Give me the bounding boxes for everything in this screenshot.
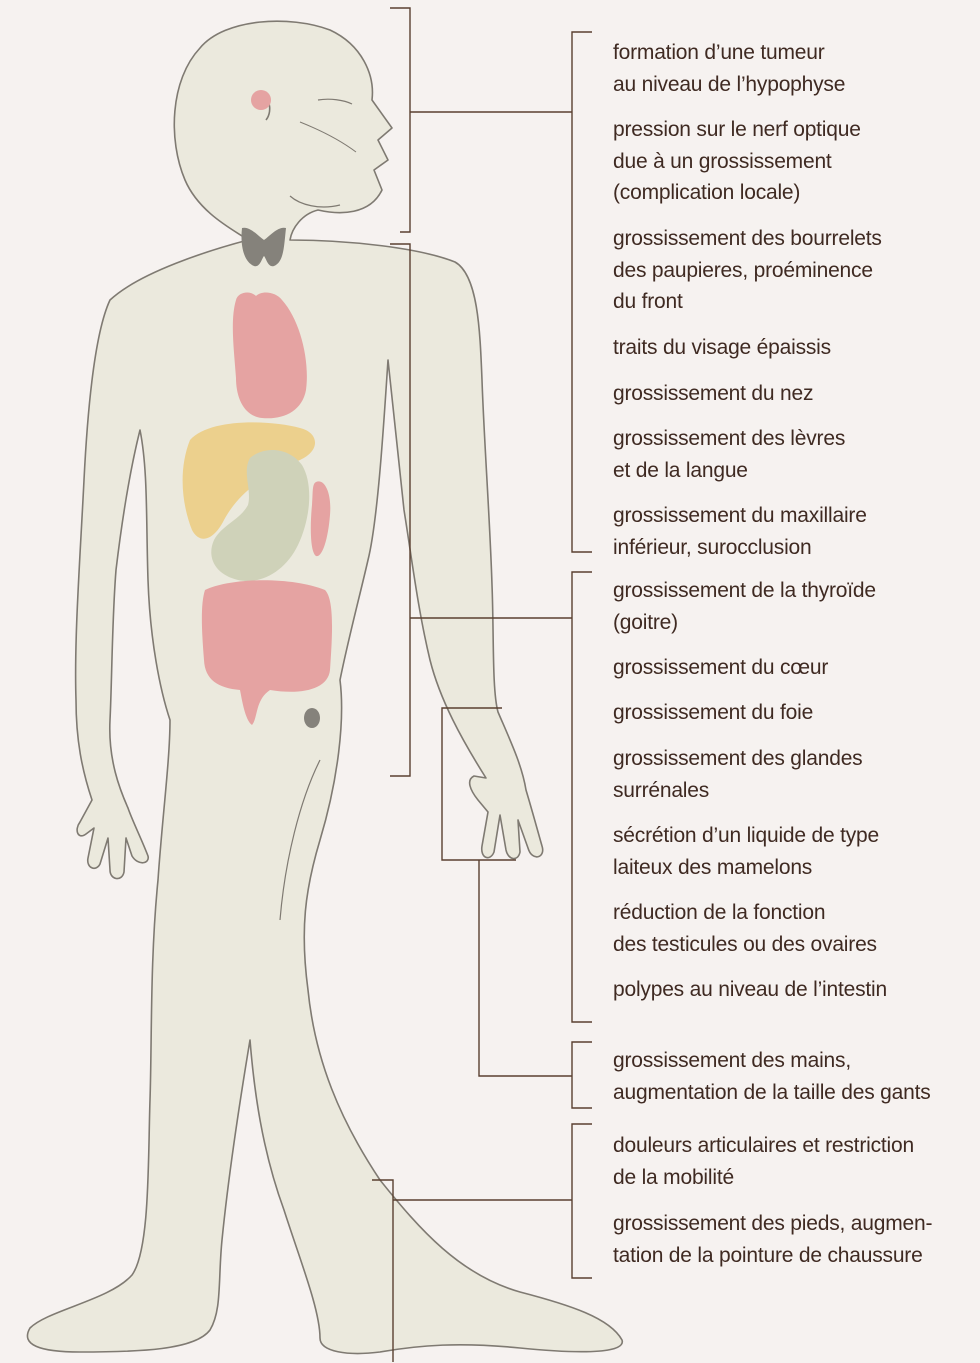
label-optic-nerve: pression sur le nerf optique due à un gr… xyxy=(613,114,975,209)
label-hands: grossissement des mains, augmentation de… xyxy=(613,1045,975,1108)
label-jaw: grossissement du maxillaire inférieur, s… xyxy=(613,500,975,563)
hands-connector xyxy=(479,860,572,1076)
head-bracket xyxy=(390,8,410,232)
label-lips-tongue: grossissement des lèvres et de la langue xyxy=(613,423,975,486)
label-joints: douleurs articulaires et restriction de … xyxy=(613,1130,975,1193)
testicle xyxy=(304,708,320,728)
hands-label-bracket xyxy=(572,1042,592,1108)
label-pituitary-tumor: formation d’une tumeur au niveau de l’hy… xyxy=(613,37,975,100)
legs-label-bracket xyxy=(572,1124,592,1278)
body-silhouette xyxy=(27,21,622,1353)
pituitary-gland xyxy=(251,90,271,110)
head-label-bracket xyxy=(572,32,592,552)
torso-label-bracket xyxy=(572,572,592,1022)
label-gonads: réduction de la fonction des testicules … xyxy=(613,897,975,960)
human-figure xyxy=(27,21,622,1353)
label-thyroid: grossissement de la thyroïde (goitre) xyxy=(613,575,975,638)
label-facial-features: traits du visage épaissis xyxy=(613,332,975,364)
label-intestine-polyps: polypes au niveau de l’intestin xyxy=(613,974,975,1006)
label-nipples: sécrétion d’un liquide de type laiteux d… xyxy=(613,820,975,883)
label-adrenal: grossissement des glandes surrénales xyxy=(613,743,975,806)
label-feet: grossissement des pieds, augmen- tation … xyxy=(613,1208,975,1271)
label-liver: grossissement du foie xyxy=(613,697,975,729)
label-heart: grossissement du cœur xyxy=(613,652,975,684)
label-nose: grossissement du nez xyxy=(613,378,975,410)
label-eyelids-forehead: grossissement des bourrelets des paupier… xyxy=(613,223,975,318)
